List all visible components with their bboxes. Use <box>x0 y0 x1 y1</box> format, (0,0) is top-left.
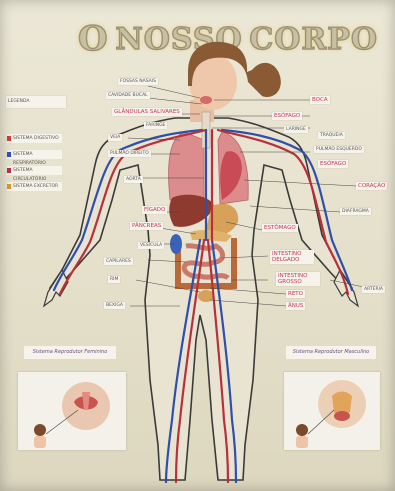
label-reto: RETO <box>286 290 305 298</box>
label-esofago: ESÓFAGO <box>272 112 302 120</box>
legend-swatch-circulatorio <box>7 168 11 173</box>
legend-title: LEGENDA <box>6 96 66 108</box>
legend-label-circulatorio: SISTEMA CIRCULATÓRIO <box>13 168 46 182</box>
label-fossas-nasais: FOSSAS NASAIS <box>118 78 158 85</box>
label-cavidade-bucal: CAVIDADE BUCAL <box>106 92 150 99</box>
panel-title-feminino: Sistema Reprodutor Feminino <box>24 346 116 359</box>
legend-item-respiratorio: SISTEMA RESPIRATÓRIO <box>7 150 62 159</box>
masculine-diagram <box>284 372 380 450</box>
label-estomago: ESTÔMAGO <box>262 224 298 232</box>
label-coracao: CORAÇÃO <box>356 182 387 190</box>
legend-swatch-excretor <box>7 184 11 189</box>
label-veia: VEIA <box>108 134 122 141</box>
label-esofago-2: ESÓFAGO <box>318 160 348 168</box>
label-capilares: CAPILARES <box>104 258 133 265</box>
label-vesicula: VESÍCULA <box>138 242 164 249</box>
legend-item-circulatorio: SISTEMA CIRCULATÓRIO <box>7 166 62 175</box>
feminine-diagram <box>18 372 126 450</box>
label-pulmao-direito: PULMÃO DIREITO <box>108 150 151 157</box>
label-traqueia: TRAQUEIA <box>318 132 345 139</box>
label-arteria: ARTÉRIA <box>362 286 385 293</box>
legend-swatch-digestivo <box>7 136 11 141</box>
label-glandulas-salivares: GLÂNDULAS SALIVARES <box>112 108 182 116</box>
legend-item-digestivo: SISTEMA DIGESTIVO <box>7 134 62 143</box>
panel-feminino <box>18 372 126 450</box>
label-boca: BOCA <box>310 96 330 104</box>
legend-label-digestivo: SISTEMA DIGESTIVO <box>13 136 59 141</box>
label-anus: ÂNUS <box>286 302 305 310</box>
label-figado: FÍGADO <box>142 206 167 214</box>
legend-label-respiratorio: SISTEMA RESPIRATÓRIO <box>13 152 46 166</box>
label-diafragma: DIAFRAGMA <box>340 208 371 215</box>
legend-label-excretor: SISTEMA EXCRETOR <box>13 184 58 189</box>
legend-swatch-respiratorio <box>7 152 11 157</box>
right-lung <box>169 132 204 204</box>
label-intestino-delgado: INTESTINO DELGADO <box>270 250 314 264</box>
label-intestino-grosso: INTESTINO GROSSO <box>276 272 320 286</box>
label-aorta: AORTA <box>124 176 143 183</box>
label-bexiga: BEXIGA <box>104 302 125 309</box>
label-rim: RIM <box>108 276 120 283</box>
label-faringe: FARINGE <box>144 122 167 129</box>
label-pancreas: PÂNCREAS <box>130 222 163 230</box>
panel-title-masculino: Sistema Reprodutor Masculino <box>286 346 376 359</box>
label-laringe: LARINGE <box>284 126 308 133</box>
mouth-area <box>200 96 212 104</box>
legend-item-excretor: SISTEMA EXCRETOR <box>7 182 62 191</box>
label-pulmao-esquerdo: PULMÃO ESQUERDO <box>314 146 364 153</box>
panel-masculino <box>284 372 380 450</box>
